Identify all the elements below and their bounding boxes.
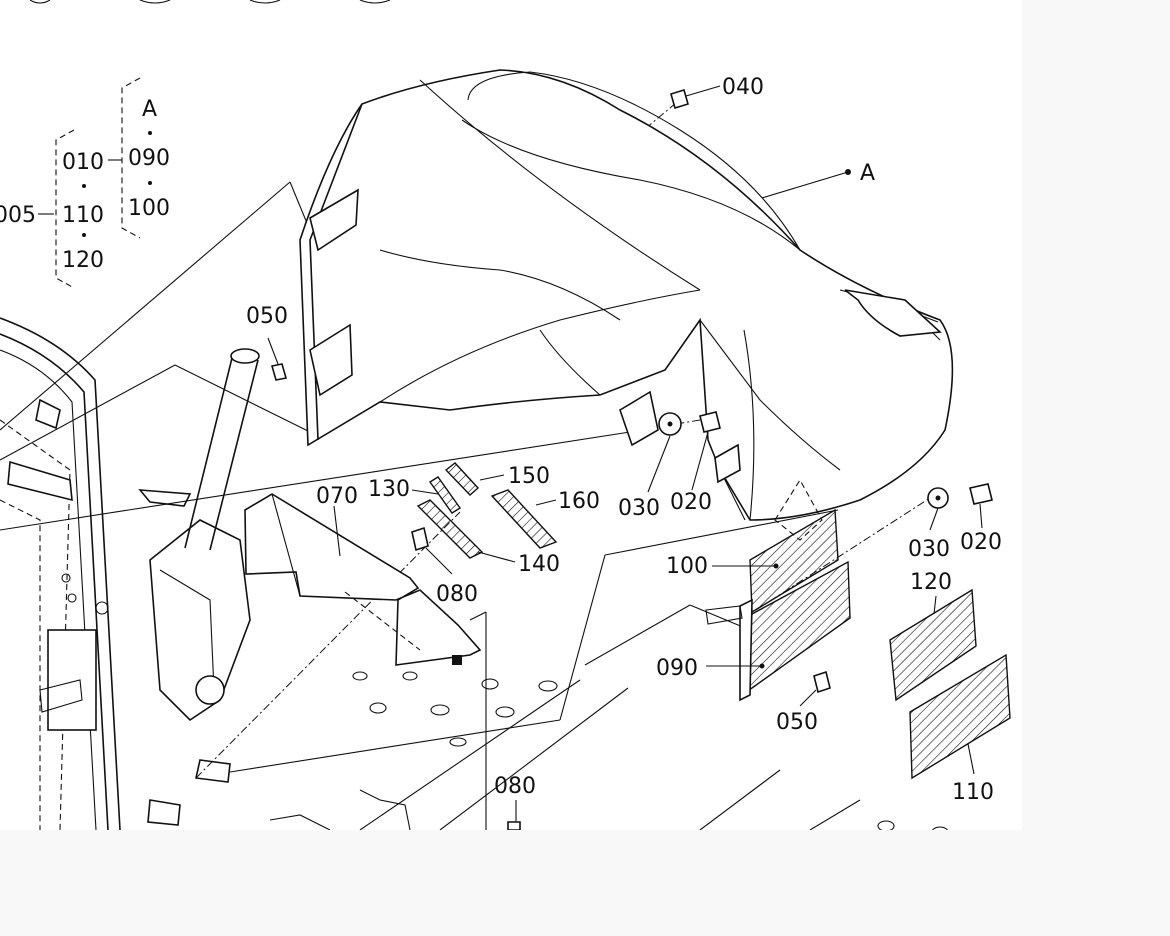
label-040: 040 <box>722 75 764 100</box>
label-010: 010 <box>62 150 104 175</box>
label-120-tree: 120 <box>62 248 104 273</box>
label-080-mid: 080 <box>436 582 478 607</box>
label-090: 090 <box>656 656 698 681</box>
exploded-parts-diagram: 040 A A 005 010 090 100 110 120 050 070 … <box>0 0 1011 830</box>
right-margin <box>1022 0 1170 830</box>
part-labels: 040 A A 005 010 090 100 110 120 050 070 … <box>0 75 1002 805</box>
label-a-tree: A <box>142 97 157 122</box>
label-130: 130 <box>368 477 410 502</box>
decals <box>416 462 1011 780</box>
floor-plate <box>269 611 948 830</box>
parts-tree-bracket <box>38 77 152 289</box>
label-110-tree: 110 <box>62 203 104 228</box>
label-020-a: 020 <box>670 490 712 515</box>
label-030-a: 030 <box>618 496 660 521</box>
label-100-tree: 100 <box>128 196 170 221</box>
fasteners <box>270 88 993 830</box>
panel-070 <box>244 493 482 666</box>
label-080-bottom: 080 <box>494 774 536 799</box>
label-090-tree: 090 <box>128 146 170 171</box>
label-050-bottom: 050 <box>776 710 818 735</box>
leader-lines <box>267 85 983 822</box>
label-005: 005 <box>0 203 36 228</box>
support-post <box>184 348 260 551</box>
label-a-right: A <box>860 161 875 186</box>
label-020-b: 020 <box>960 530 1002 555</box>
bottom-margin <box>0 830 1170 936</box>
label-100: 100 <box>666 554 708 579</box>
label-160: 160 <box>558 489 600 514</box>
label-050-top: 050 <box>246 304 288 329</box>
label-030-b: 030 <box>908 537 950 562</box>
label-150: 150 <box>508 464 550 489</box>
cropped-top-marks <box>29 0 391 4</box>
cab-frame <box>0 317 251 830</box>
label-110: 110 <box>952 780 994 805</box>
label-070: 070 <box>316 484 358 509</box>
label-120: 120 <box>910 570 952 595</box>
diagram-canvas: 040 A A 005 010 090 100 110 120 050 070 … <box>0 0 1011 830</box>
roof-cover <box>299 69 954 541</box>
label-140: 140 <box>518 552 560 577</box>
